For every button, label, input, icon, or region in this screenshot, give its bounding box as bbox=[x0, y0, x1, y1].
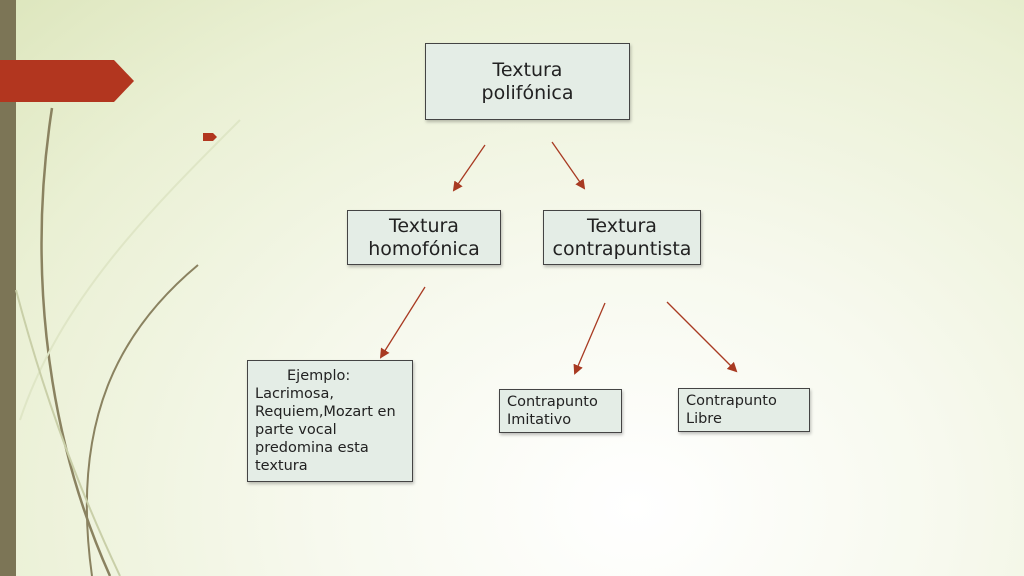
node-label: Textura polifónica bbox=[481, 58, 574, 104]
node-textura-homofonica: Textura homofónica bbox=[347, 210, 501, 265]
stem-line-1 bbox=[40, 107, 112, 576]
node-contrapunto-imitativo: Contrapunto Imitativo bbox=[499, 389, 622, 433]
arrow-root-to-homofonica bbox=[452, 144, 486, 192]
node-label: Textura contrapuntista bbox=[552, 214, 692, 260]
node-ejemplo: Ejemplo: Lacrimosa, Requiem,Mozart en pa… bbox=[247, 360, 413, 482]
arrow-contrapuntista-to-libre bbox=[666, 301, 738, 373]
stem-line-4 bbox=[15, 289, 121, 576]
arrow-homofonica-to-ejemplo bbox=[379, 286, 426, 359]
stem-line-2 bbox=[85, 264, 199, 576]
stem-line-3 bbox=[19, 119, 241, 421]
node-textura-polifonica: Textura polifónica bbox=[425, 43, 630, 120]
node-label: Contrapunto Imitativo bbox=[507, 394, 598, 428]
bullet-icon bbox=[203, 133, 217, 141]
node-contrapunto-libre: Contrapunto Libre bbox=[678, 388, 810, 432]
slide-side-bar bbox=[0, 0, 16, 576]
node-label: Textura homofónica bbox=[368, 214, 480, 260]
node-label: Ejemplo: Lacrimosa, Requiem,Mozart en pa… bbox=[255, 368, 396, 474]
node-label: Contrapunto Libre bbox=[686, 393, 777, 427]
arrow-contrapuntista-to-imitativo bbox=[573, 302, 606, 375]
title-accent-tab bbox=[0, 60, 134, 102]
node-textura-contrapuntista: Textura contrapuntista bbox=[543, 210, 701, 265]
arrow-root-to-contrapuntista bbox=[551, 141, 586, 190]
